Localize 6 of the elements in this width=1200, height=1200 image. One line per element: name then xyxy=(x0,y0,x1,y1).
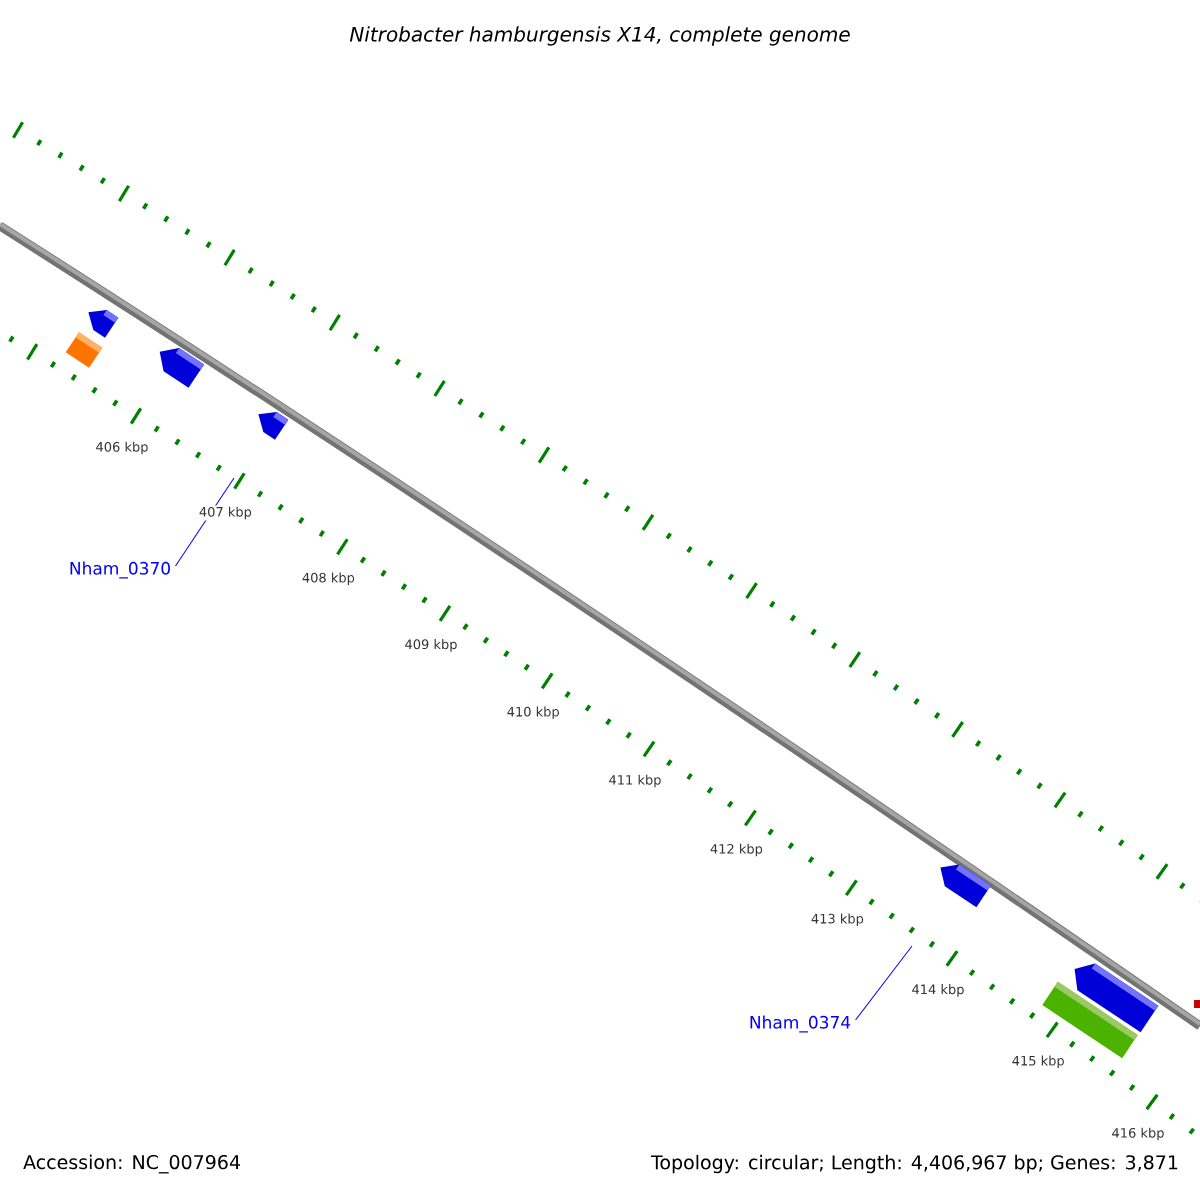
accession-text: Accession: NC_007964 xyxy=(23,1154,240,1174)
title: Nitrobacter hamburgensis X14, complete genome xyxy=(349,26,850,46)
leader-line xyxy=(855,945,913,1021)
genome-stats-text: Topology: circular; Length: 4,406,967 bp; Genes: 3,871 xyxy=(650,1154,1178,1174)
gene-label: Nham_0374 xyxy=(750,1015,851,1033)
gene-label: Nham_0370 xyxy=(70,561,170,579)
